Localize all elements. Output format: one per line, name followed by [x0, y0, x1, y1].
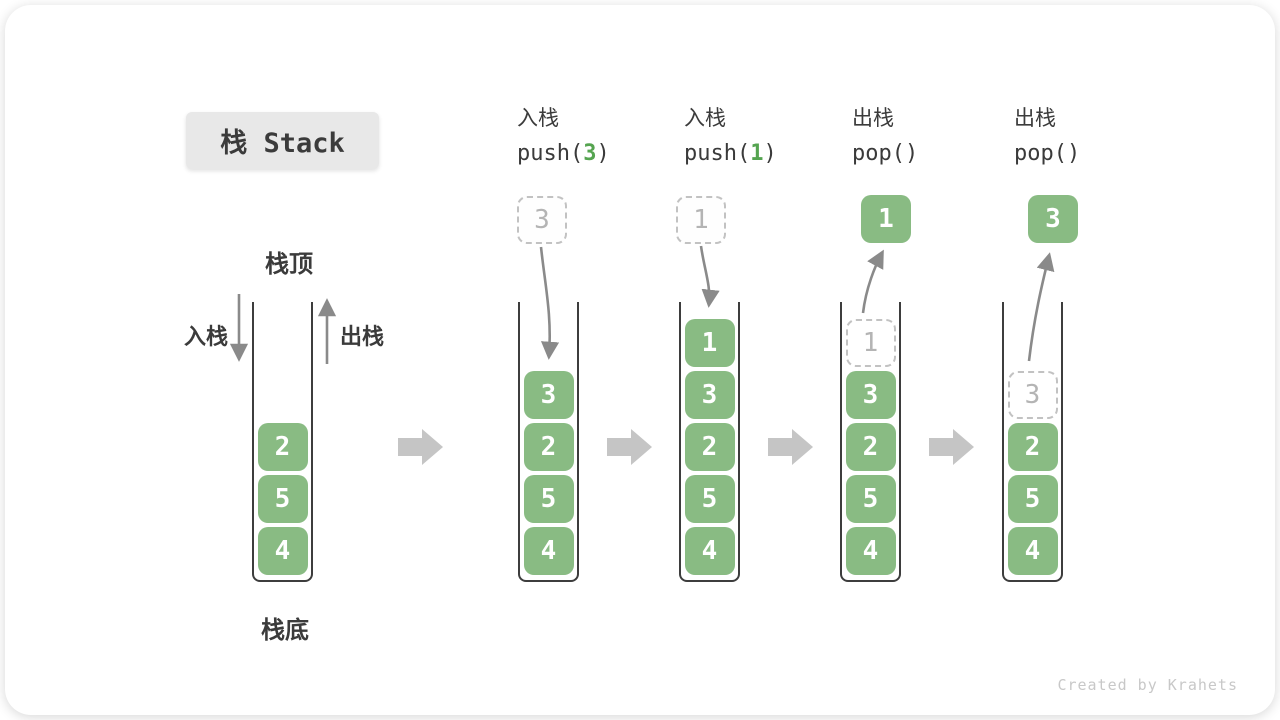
operation-code: push(3) [517, 141, 610, 167]
operation-name: 出栈 [1014, 107, 1056, 130]
stack-container: 3 2 5 4 [1002, 302, 1063, 582]
watermark: Created by Krahets [1057, 676, 1238, 694]
code-text: push( [517, 141, 584, 166]
stack-block: 5 [845, 475, 896, 523]
stack-block: 3 [523, 371, 574, 419]
pop-label: 出栈 [340, 324, 385, 349]
stack-block: 5 [523, 475, 574, 523]
operation-code: push(1) [684, 141, 777, 167]
code-arg: 1 [750, 141, 764, 166]
operation-name: 入栈 [684, 107, 726, 130]
stack-block: 4 [257, 527, 308, 575]
stack-block: 2 [257, 423, 308, 471]
floating-value-box: 1 [676, 196, 726, 244]
operation-header: 出栈 pop() [1014, 106, 1080, 167]
operation-code: pop() [1014, 141, 1080, 167]
stack-container: 1 3 2 5 4 [679, 302, 740, 582]
stack-container: 2 5 4 [252, 302, 313, 582]
code-text: ) [596, 141, 610, 166]
stack-block: 5 [684, 475, 735, 523]
operation-code: pop() [852, 141, 918, 167]
stack-block: 5 [257, 475, 308, 523]
code-text: pop() [1014, 141, 1081, 166]
stack-block: 3 [684, 371, 735, 419]
floating-value-box: 3 [517, 196, 567, 244]
stack-block: 2 [523, 423, 574, 471]
operation-header: 入栈 push(3) [517, 106, 610, 167]
stack-block: 4 [684, 527, 735, 575]
code-text: push( [684, 141, 751, 166]
stack-block: 2 [845, 423, 896, 471]
operation-header: 出栈 pop() [852, 106, 918, 167]
stack-block-ghost: 3 [1007, 371, 1058, 419]
stack-block: 4 [845, 527, 896, 575]
stack-block: 4 [1007, 527, 1058, 575]
operation-name: 出栈 [852, 107, 894, 130]
code-text: ) [763, 141, 777, 166]
stack-block: 2 [684, 423, 735, 471]
stack-block: 3 [845, 371, 896, 419]
operation-name: 入栈 [517, 107, 559, 130]
stack-block: 4 [523, 527, 574, 575]
code-arg: 3 [583, 141, 597, 166]
stack-block: 2 [1007, 423, 1058, 471]
floating-value-box: 3 [1028, 195, 1078, 243]
floating-value-box: 1 [861, 195, 911, 243]
diagram-title: 栈 Stack [186, 112, 379, 169]
operation-header: 入栈 push(1) [684, 106, 777, 167]
stack-block-ghost: 1 [845, 319, 896, 367]
code-text: pop() [852, 141, 919, 166]
stack-block: 5 [1007, 475, 1058, 523]
stack-container: 1 3 2 5 4 [840, 302, 901, 582]
stack-container: 3 2 5 4 [518, 302, 579, 582]
push-label: 入栈 [183, 324, 228, 349]
stack-top-label: 栈顶 [265, 251, 313, 278]
stack-bottom-label: 栈底 [261, 617, 309, 644]
stack-block: 1 [684, 319, 735, 367]
